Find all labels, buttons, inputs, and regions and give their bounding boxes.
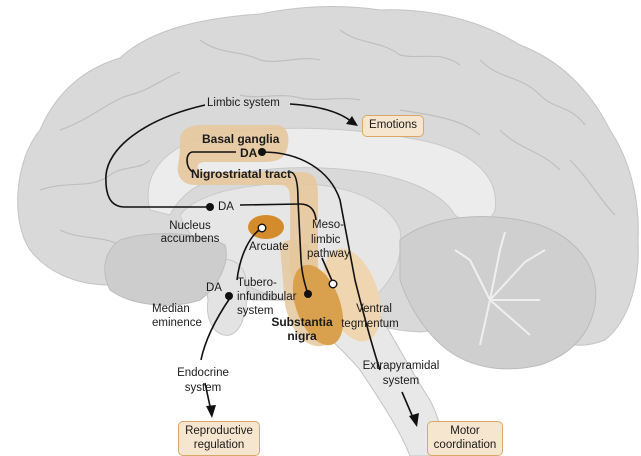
mesolimbic-to-vt [321,257,334,284]
label-arcuate: Arcuate [249,241,289,253]
label-ventral-tegmentum: Ventral tegmentum [335,302,405,332]
arbor-vitae [454,231,546,346]
label-endocrine-line2: system [184,382,222,394]
label-basal-ganglia: Basal ganglia [202,132,280,146]
label-endocrine-system: Endocrine system [168,366,238,396]
label-tubero-line3: system [237,305,274,317]
vt-open-dot [328,279,338,289]
da-median-dot [225,292,233,300]
label-substantia-nigra-line2: nigra [287,329,317,343]
label-nucleus-accumbens-line2: accumbens [160,233,220,245]
arrow-to-reproductive [206,405,216,418]
label-extrapyramidal-line1: Extrapyramidal [362,360,440,372]
label-mesolimbic-line2: limbic [311,233,341,246]
label-nucleus-accumbens-line1: Nucleus [169,220,211,232]
label-extrapyramidal-system: Extrapyramidal system [355,359,447,389]
arrow-to-emotions [346,116,358,126]
label-mesolimbic-pathway: Meso- limbic pathway [307,218,350,262]
outcome-box-emotions: Emotions [362,115,424,137]
label-nucleus-accumbens: Nucleus accumbens [150,220,230,246]
label-ventral-tegmentum-line2: tegmentum [341,318,399,330]
nigrostriatal-descending [289,171,309,295]
label-ventral-tegmentum-line1: Ventral [356,303,392,315]
label-extrapyramidal-line2: system [382,375,420,387]
label-tuberoinfundibular-system: Tubero- infundibular system [237,276,296,318]
reproductive-line1: Reproductive [185,425,253,437]
label-da-accumbens: DA [218,201,234,213]
outcome-box-reproductive-regulation: Reproductive regulation [178,421,260,456]
motor-line2: coordination [433,439,497,451]
nucleus-accumbens-region [104,233,227,306]
label-tubero-line2: infundibular [237,291,297,303]
label-substantia-nigra: Substantia nigra [262,315,342,343]
limbic-pathway [105,104,210,208]
label-tubero-line1: Tubero- [237,277,277,289]
outcome-box-motor-coordination: Motor coordination [427,421,503,456]
label-endocrine-line1: Endocrine [177,367,229,379]
label-median-eminence-line1: Median [152,303,190,315]
label-median-eminence: Median eminence [152,302,202,330]
reproductive-line2: regulation [193,439,245,451]
label-nigrostriatal-tract: Nigrostriatal tract [191,167,292,181]
extrapyramidal-pathway [261,151,381,371]
da-basal-dot [258,148,266,156]
label-median-eminence-line2: eminence [152,317,202,329]
label-substantia-nigra-line1: Substantia [271,315,333,329]
endocrine-pathway [200,297,231,361]
motor-line1: Motor [450,425,480,437]
arcuate-open-dot [257,223,267,233]
label-mesolimbic-line1: Meso- [312,219,344,231]
label-da-median: DA [206,282,222,294]
label-da-basal: DA [240,146,258,160]
arrowheads [206,116,419,427]
substantia-nigra-dot [304,290,312,298]
da-accumbens-dot [206,203,214,211]
gyri-lines [39,29,616,246]
arrow-to-motor [409,413,419,427]
nigrostriatal-pathway [186,151,236,173]
label-limbic-system: Limbic system [207,97,280,109]
mesolimbic-pathway [239,203,317,221]
pathways [105,103,415,421]
limbic-pathway-to-emotions [289,103,353,123]
label-mesolimbic-line3: pathway [307,248,350,260]
